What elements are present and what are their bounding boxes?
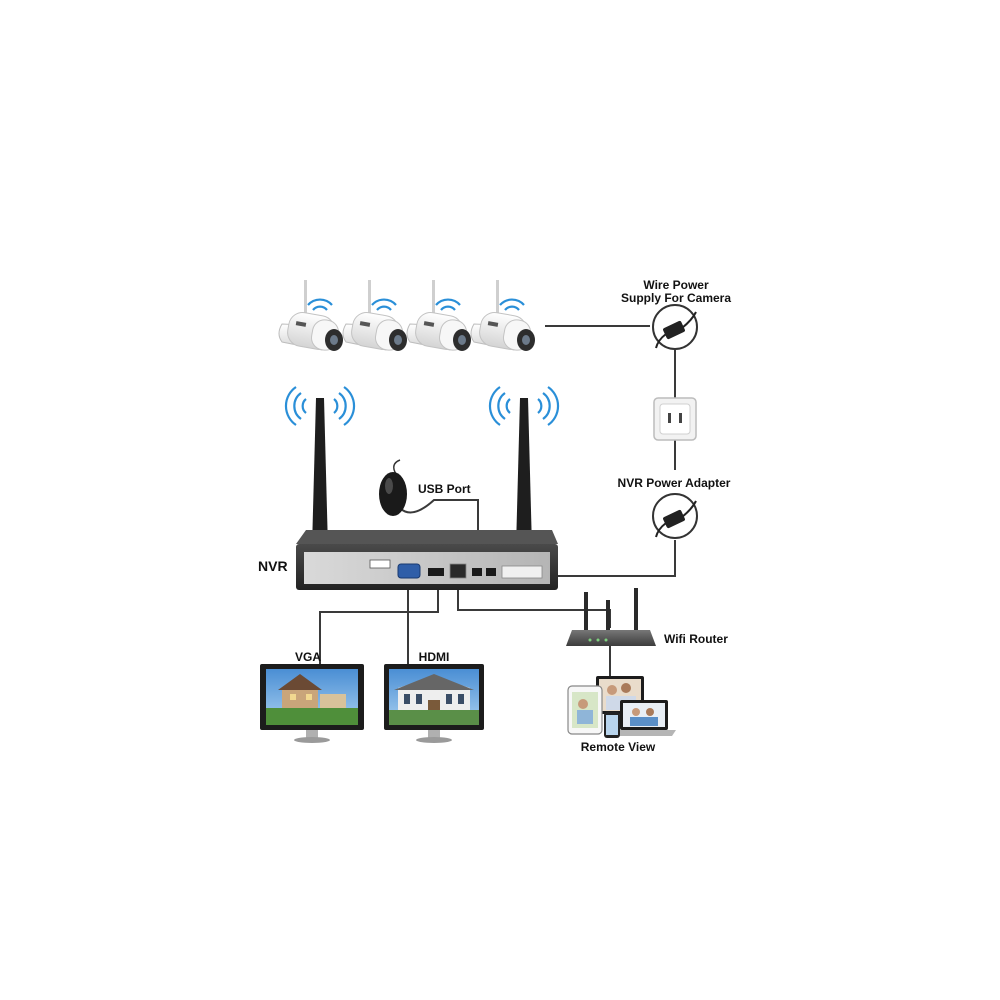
- nvr-recorder[interactable]: [296, 530, 558, 590]
- wall-socket-icon: [653, 397, 697, 441]
- camera-2[interactable]: [342, 279, 408, 353]
- nvr-antenna-right: [488, 385, 560, 548]
- camera-power-label-line1: Wire Power: [643, 278, 709, 292]
- remote-view-devices[interactable]: [567, 676, 676, 738]
- vga-port: [397, 563, 421, 579]
- vga-monitor[interactable]: [260, 664, 364, 743]
- vga-wire: [319, 582, 409, 664]
- wifi-router[interactable]: [566, 588, 656, 646]
- camera-power-supply: Wire Power Supply For Camera: [621, 278, 731, 350]
- lan-port: [449, 563, 467, 579]
- remote-view-label: Remote View: [581, 740, 656, 754]
- nvr-antenna-left: [284, 385, 356, 548]
- nvr-label: NVR: [258, 558, 288, 574]
- connection-wires: [319, 325, 676, 676]
- hdmi-label: HDMI: [419, 650, 450, 664]
- camera-group: [278, 279, 536, 353]
- usb-port-2: [486, 568, 496, 576]
- wifi-router-label: Wifi Router: [664, 632, 728, 646]
- usb-mouse-icon: [379, 459, 407, 516]
- nvr-power-label: NVR Power Adapter: [618, 476, 731, 490]
- camera-power-label-line2: Supply For Camera: [621, 291, 731, 305]
- camera-3[interactable]: [406, 279, 472, 353]
- usb-port-label: USB Port: [418, 482, 471, 496]
- nvr-power-wire: [552, 540, 676, 577]
- hdmi-wire: [407, 582, 439, 664]
- hdmi-monitor[interactable]: [384, 664, 484, 743]
- tablet-icon: [567, 685, 603, 735]
- laptop-icon: [612, 700, 676, 736]
- phone-icon: [604, 712, 620, 738]
- usb-port-1: [472, 568, 482, 576]
- camera-1[interactable]: [278, 279, 344, 353]
- camera-4[interactable]: [470, 279, 536, 353]
- vga-label: VGA: [295, 650, 321, 664]
- nvr-power-adapter: NVR Power Adapter: [618, 476, 731, 539]
- usb-mouse-wire: [399, 499, 479, 580]
- hdmi-port: [428, 568, 444, 576]
